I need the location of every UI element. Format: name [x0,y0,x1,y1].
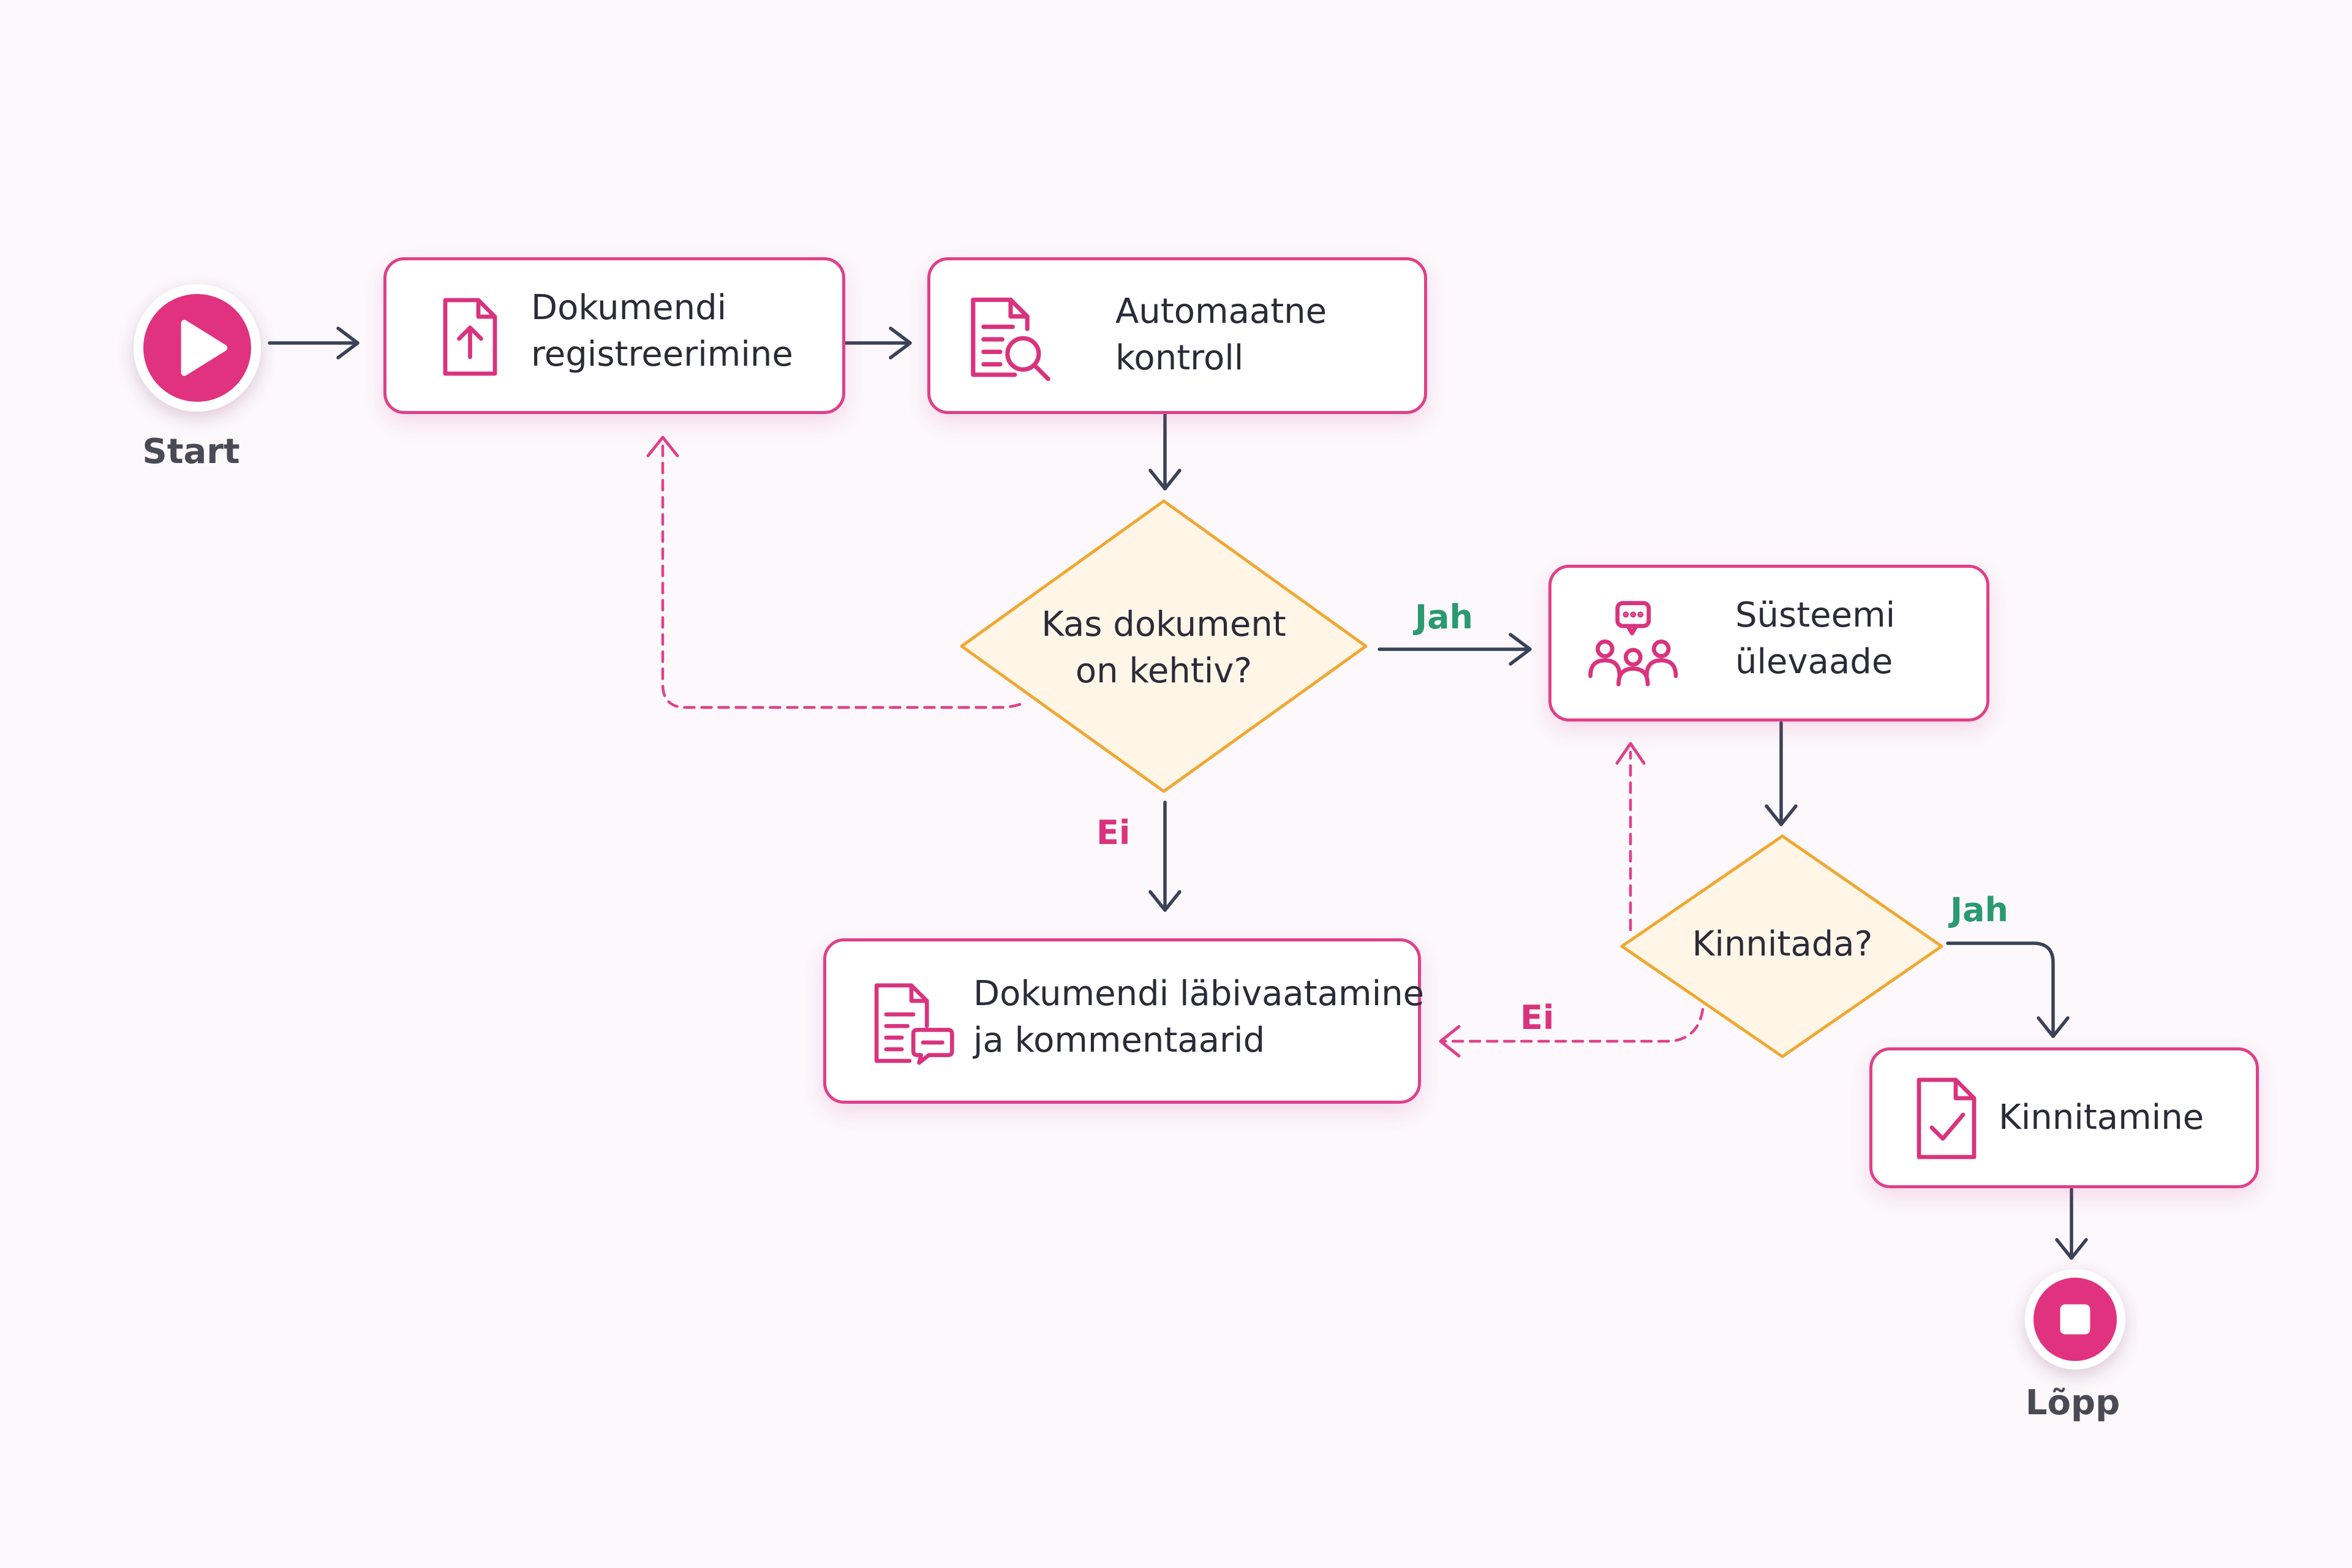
step-automatic-check-label: Automaatne kontroll [1115,288,1327,382]
decision-valid-shape [960,499,1368,793]
decision-line: Kas dokument [1041,605,1286,644]
edge-valid-no-head [1148,890,1182,912]
start-node[interactable] [134,284,261,412]
document-search-icon [959,287,1063,391]
edge-confirm-return-head [1615,742,1646,765]
edge-start-register-head [336,326,360,360]
label-line: Automaatne [1115,292,1327,331]
step-document-review-comments[interactable]: Dokumendi läbivaatamine ja kommentaarid [823,938,1424,1104]
edge-register-autocheck-head [889,326,912,360]
edge-valid-yes-head [1509,633,1532,666]
decision-line: Kinnitada? [1692,924,1873,964]
label-line: ja kommentaarid [973,1020,1265,1060]
branch-label-confirm-no: Ei [1520,998,1555,1037]
end-label: Lõpp [2025,1383,2120,1423]
edge-confirm-no [1441,1008,1705,1043]
document-check-icon [1901,1072,1992,1164]
step-system-review-label: Süsteemi ülevaade [1735,592,1895,685]
step-automatic-check[interactable]: Automaatne kontroll [927,257,1427,414]
label-line: Kinnitamine [1999,1098,2204,1137]
decision-confirm[interactable]: Kinnitada? [1660,921,1905,968]
decision-confirm-shape [1620,834,1943,1058]
branch-label-valid-yes: Jah [1415,598,1473,636]
label-line: Dokumendi [531,288,727,328]
step-document-review-comments-label: Dokumendi läbivaatamine ja kommentaarid [973,971,1424,1064]
team-discussion-icon [1582,595,1686,699]
label-line: registreerimine [531,334,793,374]
label-line: Dokumendi läbivaatamine [973,974,1425,1014]
step-approval-label: Kinnitamine [1999,1095,2204,1141]
document-upload-icon [423,291,515,383]
step-document-registration-label: Dokumendi registreerimine [531,285,793,378]
decision-document-valid[interactable]: Kas dokument on kehtiv? [1005,601,1323,695]
step-approval[interactable]: Kinnitamine [1869,1047,2259,1188]
start-label: Start [142,432,240,472]
branch-label-valid-no: Ei [1096,813,1131,852]
edge-confirm-no-head [1439,1025,1461,1058]
edge-approval-end-head [2055,1238,2088,1260]
step-system-review[interactable]: Süsteemi ülevaade [1548,565,1989,722]
stop-icon [2060,1304,2090,1335]
branch-label-confirm-yes: Jah [1950,891,2008,929]
play-icon [181,320,228,376]
edge-confirm-yes-head [2037,1016,2070,1038]
edge-confirm-yes [1946,941,2055,1037]
decision-line: on kehtiv? [1075,651,1253,691]
step-document-registration[interactable]: Dokumendi registreerimine [383,257,845,414]
label-line: ülevaade [1735,642,1893,682]
edge-valid-no-return-head [646,435,679,458]
label-line: Süsteemi [1735,595,1896,635]
document-comment-icon [863,976,960,1072]
end-node[interactable] [2025,1269,2125,1370]
edge-review-confirm-head [1765,804,1798,826]
edge-valid-no-return-to-register [661,439,1022,709]
edge-autocheck-decision-head [1148,469,1182,491]
label-line: kontroll [1115,338,1244,378]
